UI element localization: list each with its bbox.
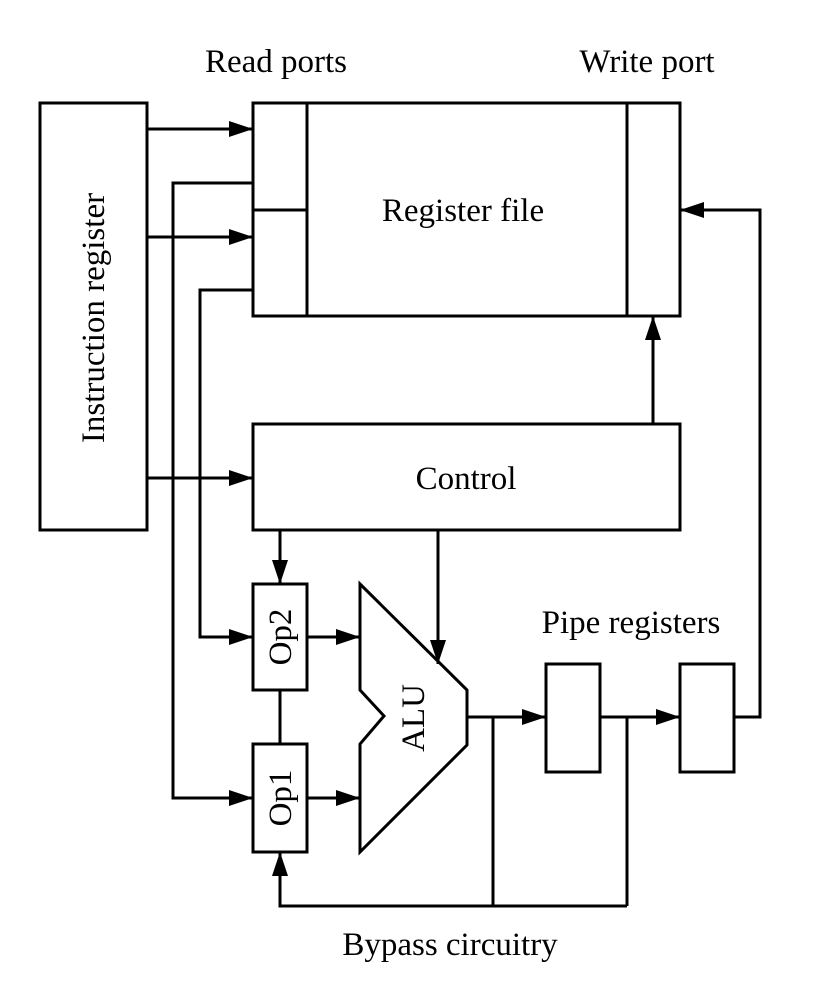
write-port-label: Write port <box>579 44 714 80</box>
bypass-to-op1-wire <box>272 852 627 908</box>
pipe-registers-label: Pipe registers <box>542 605 721 641</box>
control-box <box>251 422 682 532</box>
op2-label: Op2 <box>263 609 299 666</box>
writeback-to-register-file-wire <box>680 202 762 719</box>
op1-label: Op1 <box>263 770 299 827</box>
read-port-2-to-op2-wire <box>198 288 253 645</box>
instruction-register-box <box>38 101 149 532</box>
pipe-register-2 <box>678 662 736 774</box>
control-label: Control <box>416 461 517 497</box>
instruction-register-label: Instruction register <box>76 193 112 443</box>
read-port-1-to-op1-wire <box>171 181 253 806</box>
pipe-register-1 <box>544 662 602 774</box>
register-file-box <box>251 101 682 318</box>
alu-label: ALU <box>396 684 432 752</box>
register-file-label: Register file <box>382 193 544 229</box>
bypass-circuitry-label: Bypass circuitry <box>342 927 558 963</box>
read-ports-label: Read ports <box>205 44 347 80</box>
